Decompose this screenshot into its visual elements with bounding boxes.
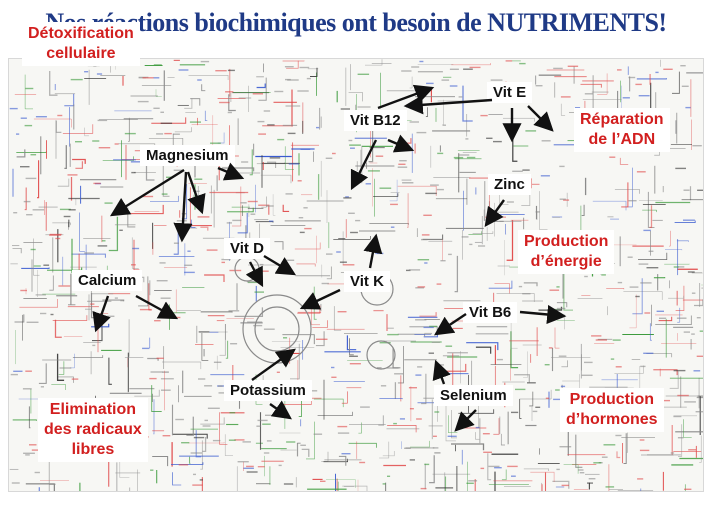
category-detox-line1: Détoxification (28, 25, 134, 42)
nutrient-calcium: Calcium (72, 270, 143, 291)
category-hormones-line2: d’hormones (566, 411, 658, 428)
category-dna-repair: Réparation de l’ADN (574, 108, 670, 152)
nutrient-zinc: Zinc (488, 174, 531, 195)
category-adn-line2: de l’ADN (588, 131, 656, 148)
nutrient-magnesium: Magnesium (140, 145, 235, 166)
category-hormones-line1: Production (569, 391, 654, 408)
nutrient-vit-b6: Vit B6 (463, 302, 518, 323)
category-energie-line1: Production (524, 233, 609, 250)
nutrient-vit-d: Vit D (224, 238, 270, 259)
nutrient-selenium: Selenium (434, 385, 513, 406)
category-hormone-production: Production d’hormones (560, 388, 664, 432)
nutrient-vit-k: Vit K (344, 271, 390, 292)
category-adn-line1: Réparation (580, 111, 664, 128)
category-energy-production: Production d’énergie (518, 230, 615, 274)
category-detoxification: Détoxification cellulaire (22, 22, 140, 66)
category-energie-line2: d’énergie (530, 253, 602, 270)
category-free-radical-elimination: Elimination des radicaux libres (38, 398, 148, 462)
category-radicaux-line1: Elimination (49, 401, 137, 418)
nutrient-potassium: Potassium (224, 380, 312, 401)
nutrient-vit-b12: Vit B12 (344, 110, 407, 131)
category-radicaux-line3: libres (71, 441, 115, 458)
category-radicaux-line2: des radicaux (44, 421, 142, 438)
nutrient-vit-e: Vit E (487, 82, 533, 103)
page-title: Nos réactions biochimiques ont besoin de… (45, 8, 667, 37)
category-detox-line2: cellulaire (46, 45, 116, 62)
